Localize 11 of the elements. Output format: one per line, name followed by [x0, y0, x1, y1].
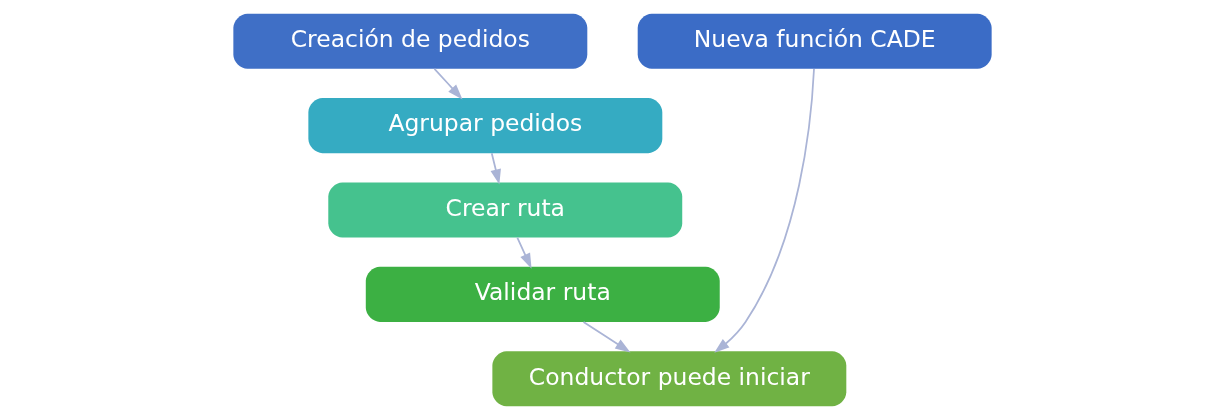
node-box: Conductor puede iniciar — [492, 350, 847, 406]
node-box: Agrupar pedidos — [308, 97, 663, 153]
arrow — [433, 67, 463, 99]
node-box: Nueva función CADE — [637, 13, 992, 69]
arrow — [714, 67, 815, 353]
arrow — [516, 236, 532, 269]
arrow — [582, 320, 631, 352]
node-box: Crear ruta — [328, 181, 683, 238]
arrow — [490, 151, 501, 184]
node-box: Creación de pedidos — [233, 13, 588, 69]
node-box: Validar ruta — [365, 266, 720, 322]
